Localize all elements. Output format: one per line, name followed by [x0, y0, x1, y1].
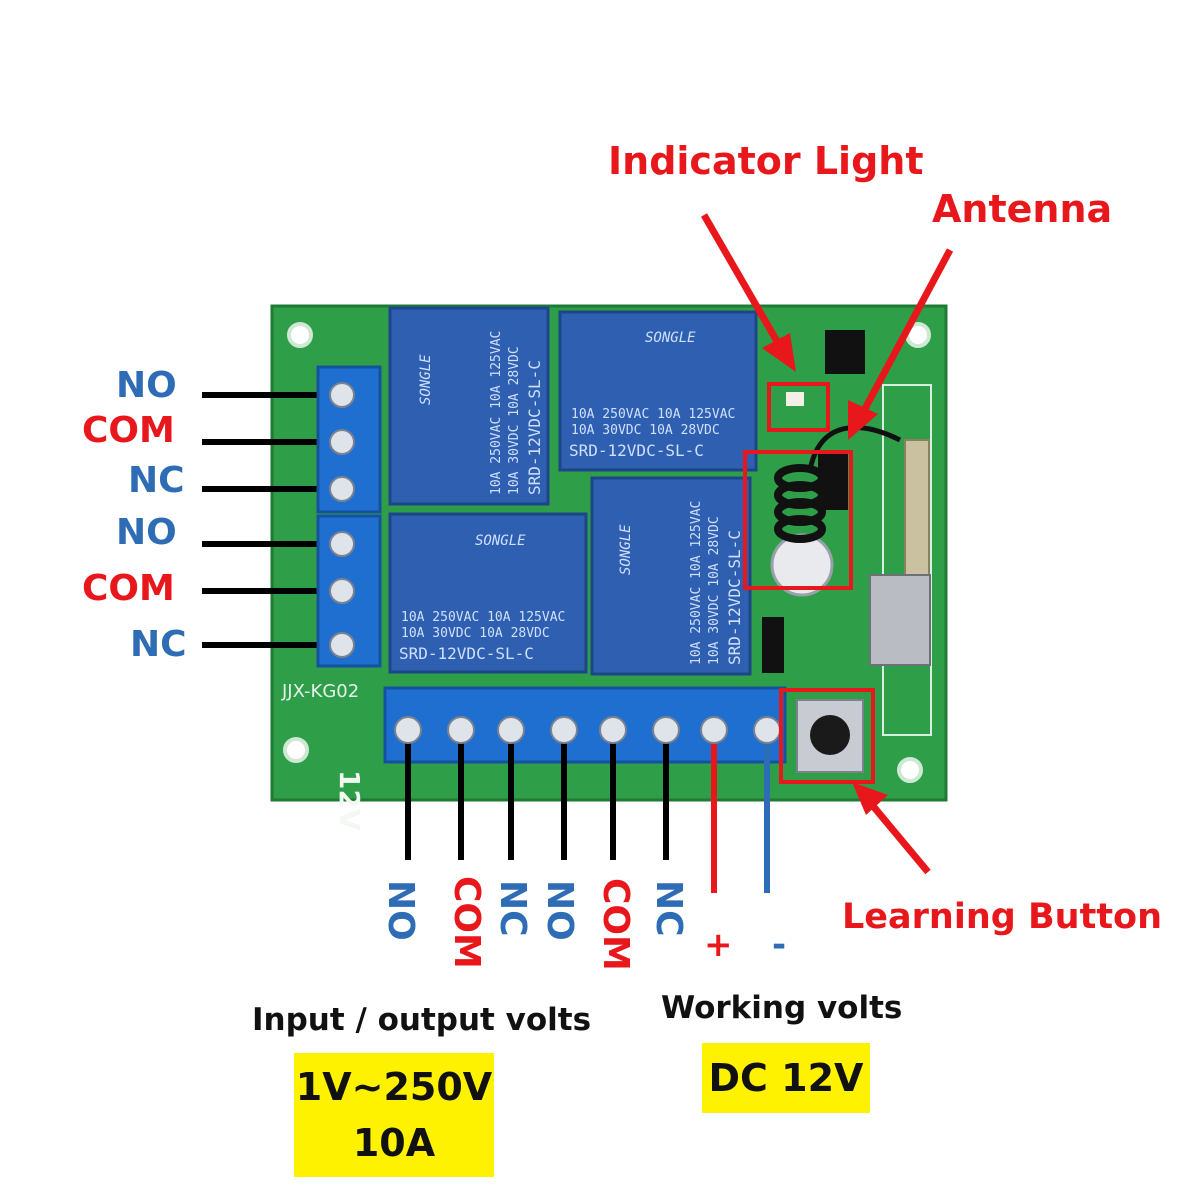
left-label-nc-1: NC — [128, 460, 185, 501]
working-volts-value-box: DC 12V — [702, 1043, 870, 1113]
left-label-com-2: COM — [82, 568, 175, 609]
board-model: JJX-KG02 — [281, 681, 359, 702]
left-label-no-1: NO — [116, 365, 177, 406]
indicator-light-callout: Indicator Light — [608, 139, 924, 183]
relay-3 — [388, 512, 588, 674]
bottom-terminal-screws — [394, 716, 781, 744]
antenna-callout: Antenna — [932, 187, 1113, 231]
io-volts-caption: Input / output volts — [252, 1002, 592, 1038]
left-label-com-1: COM — [82, 410, 175, 451]
relay-4-model: SRD-12VDC-SL-C — [725, 530, 744, 665]
learning-button-callout: Learning Button — [842, 897, 1163, 937]
relay-4-rating-line2: 10A 30VDC 10A 28VDC — [707, 516, 722, 665]
relay-4-rating-line1: 10A 250VAC 10A 125VAC — [689, 501, 704, 665]
bottom-label-com-2: COM — [595, 878, 636, 971]
io-volts-value-box: 1V~250V 10A — [294, 1053, 494, 1177]
learning-button-cap — [810, 715, 850, 755]
button-highlight — [779, 688, 875, 784]
mounting-hole — [283, 737, 309, 763]
callout-arrows — [700, 213, 954, 875]
bottom-label-nc-2: NC — [648, 880, 689, 937]
left-label-nc-2: NC — [130, 624, 187, 665]
io-volts-value: 1V~250V — [295, 1065, 493, 1109]
relay-1 — [388, 306, 550, 506]
crystal — [869, 574, 931, 666]
relay-1-rating-line1: 10A 250VAC 10A 125VAC — [489, 331, 504, 495]
working-volts-caption: Working volts — [661, 990, 903, 1026]
relay-3-model: SRD-12VDC-SL-C — [399, 644, 534, 663]
mounting-hole — [897, 757, 923, 783]
relay-4 — [590, 476, 752, 676]
antenna-coil-icon — [774, 425, 902, 543]
mounting-hole — [287, 322, 313, 348]
working-volts-value: DC 12V — [708, 1056, 864, 1100]
io-current-value: 10A — [352, 1121, 436, 1165]
bottom-wires — [405, 730, 770, 893]
relay-2-brand: SONGLE — [645, 330, 696, 346]
relay-1-brand: SONGLE — [418, 354, 434, 405]
ic-chip — [825, 330, 865, 374]
relay-2-rating-line1: 10A 250VAC 10A 125VAC — [571, 407, 735, 422]
relay-2 — [558, 310, 758, 472]
power-plus-label: + — [704, 925, 733, 965]
diode — [762, 617, 784, 673]
indicator-highlight — [767, 382, 830, 432]
left-label-no-2: NO — [116, 512, 177, 553]
relay-1-model: SRD-12VDC-SL-C — [525, 360, 544, 495]
power-minus-label: - — [772, 925, 787, 965]
bottom-label-nc-1: NC — [492, 880, 533, 937]
board-voltage: 12V — [333, 770, 366, 831]
relay-2-rating-line2: 10A 30VDC 10A 28VDC — [571, 423, 720, 438]
relay-3-rating-line1: 10A 250VAC 10A 125VAC — [401, 610, 565, 625]
left-terminal-screws — [329, 382, 355, 658]
antenna-highlight — [743, 450, 853, 590]
bottom-label-com-1: COM — [446, 876, 487, 969]
led — [786, 392, 804, 406]
silkscreen-outline — [882, 384, 932, 736]
relay-2-model: SRD-12VDC-SL-C — [569, 441, 704, 460]
bottom-label-no-1: NO — [380, 880, 421, 941]
relay-1-rating-line2: 10A 30VDC 10A 28VDC — [507, 346, 522, 495]
relay-3-brand: SONGLE — [475, 533, 526, 549]
relay-4-brand: SONGLE — [618, 524, 634, 575]
bottom-label-no-2: NO — [539, 880, 580, 941]
rf-module — [904, 439, 930, 581]
relay-3-rating-line2: 10A 30VDC 10A 28VDC — [401, 626, 550, 641]
